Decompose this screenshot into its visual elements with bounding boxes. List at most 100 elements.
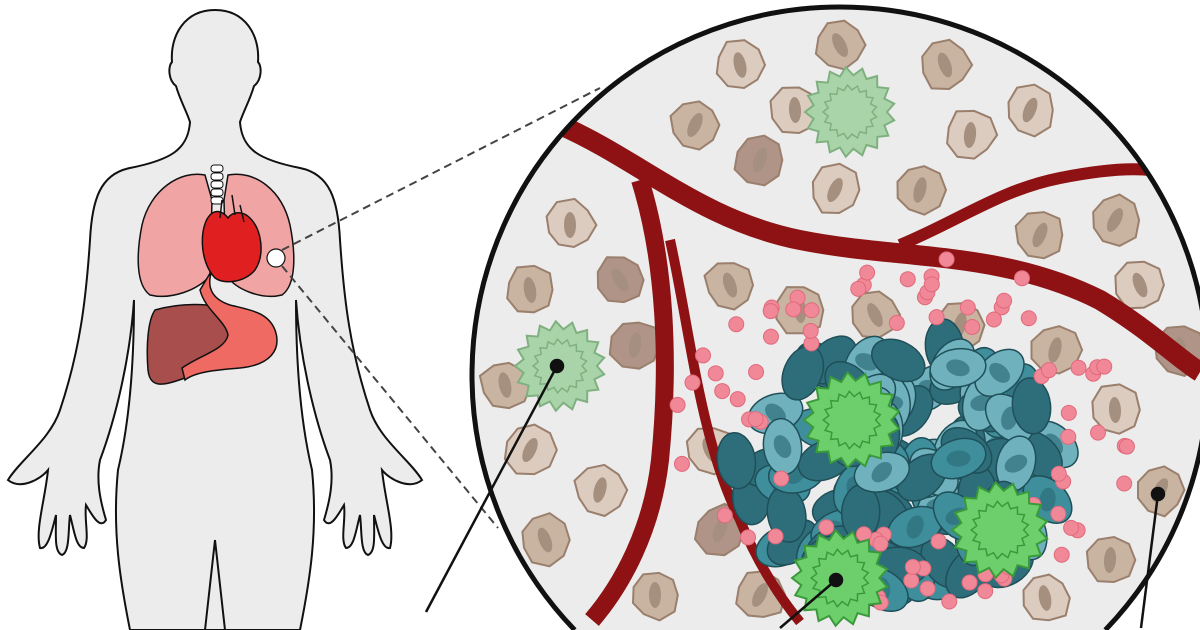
tissue-cell <box>1092 193 1141 247</box>
tissue-cell <box>814 19 867 71</box>
cytokine-dot <box>748 364 765 381</box>
tissue-cell <box>851 290 902 339</box>
cytokine-dot <box>996 292 1013 309</box>
cytokine-dot <box>762 303 779 320</box>
callout-line-tissue <box>1139 493 1160 629</box>
cytokine-dot <box>740 529 757 546</box>
tissue-cell <box>506 264 554 314</box>
cytokine-dot <box>714 383 731 400</box>
tumor-location-marker <box>266 248 286 268</box>
cytokine-dot <box>1020 310 1037 327</box>
cytokine-dot <box>1116 475 1133 492</box>
tumor-cell <box>840 483 881 542</box>
tissue-cell <box>946 109 999 160</box>
tissue-cell <box>573 463 629 518</box>
cytokine-dot <box>941 593 958 610</box>
cytokine-dot <box>938 251 955 268</box>
vessel-main <box>555 115 1200 381</box>
tissue-cell <box>596 256 645 304</box>
cytokine-dot <box>728 316 745 333</box>
tissue-cell <box>545 197 598 249</box>
cytokine-dot <box>919 580 936 597</box>
cytokine-dot <box>1118 438 1135 455</box>
magnification-circle-border <box>469 4 1200 630</box>
cytokine-dot <box>1050 505 1067 522</box>
tissue-cell <box>521 512 571 568</box>
tumor-cell <box>1011 377 1052 435</box>
tumor-cell <box>766 485 807 543</box>
tissue-cell <box>921 38 974 91</box>
callout-line-immune <box>779 579 837 629</box>
cytokine-dot <box>923 276 940 293</box>
cytokine-dot <box>985 311 1002 328</box>
cytokine-dot <box>707 365 724 382</box>
tumor-cell <box>974 348 1025 398</box>
tumor-cell <box>762 417 803 476</box>
cytokine-dot <box>716 507 733 524</box>
tissue-cell <box>811 162 861 215</box>
callout-line-faded-immune <box>424 365 559 613</box>
cytokine-dot <box>762 328 779 345</box>
tissue-cell <box>896 165 948 216</box>
zoom-line-top <box>281 87 601 251</box>
cytokine-dot <box>1090 424 1107 441</box>
tissue-cell <box>1014 211 1064 260</box>
zoom-line-bottom <box>281 265 499 529</box>
inner-leg-gap <box>204 539 226 630</box>
cytokine-dot <box>904 558 921 575</box>
trachea <box>210 164 224 205</box>
cytokine-dot <box>803 302 820 319</box>
immune-cells <box>513 65 1049 628</box>
cytokine-dot <box>888 314 905 331</box>
tissue-cell <box>1091 383 1141 435</box>
heart <box>201 194 262 283</box>
vessel-left-branch <box>585 177 674 626</box>
tissue-cell <box>608 321 662 370</box>
cytokine-dot <box>695 347 712 364</box>
tissue-cell <box>715 39 767 90</box>
cytokine-dot <box>964 318 981 335</box>
cytokine-dot <box>673 455 690 472</box>
cytokines <box>669 251 1135 611</box>
stomach <box>181 269 278 382</box>
tumor-cell <box>930 437 987 480</box>
tissue-cell <box>703 262 755 311</box>
tumor-cell <box>781 345 825 401</box>
tumor-cell <box>716 432 757 490</box>
magnified-tissue <box>469 4 1200 630</box>
vessel-center-branch <box>665 238 804 626</box>
tissue-cell <box>1022 573 1071 622</box>
human-body <box>6 8 601 630</box>
cytokine-dot <box>767 528 784 545</box>
cytokine-dot <box>1050 465 1067 482</box>
cytokine-dot <box>903 572 920 589</box>
callout-lines <box>424 358 1166 629</box>
cytokine-dot <box>785 301 802 318</box>
cytokine-dot <box>930 533 947 550</box>
cytokine-dot <box>669 396 686 413</box>
tissue-cell <box>631 571 679 622</box>
callout-dot <box>828 572 844 588</box>
cytokine-dot <box>928 309 945 326</box>
callout-dot <box>1150 486 1166 502</box>
tissue-cell <box>669 100 721 151</box>
blood-vessels <box>555 115 1200 626</box>
immune-cell <box>802 370 901 470</box>
cytokine-dot <box>1063 519 1080 536</box>
tissue-cell <box>733 134 784 187</box>
cytokine-dot <box>959 299 976 316</box>
cytokine-dot <box>872 535 889 552</box>
cytokine-dot <box>1060 428 1077 445</box>
tumor-cell <box>929 347 987 388</box>
tissue-cell <box>1085 535 1137 584</box>
immune-cell <box>950 480 1049 580</box>
cytokine-dot <box>729 391 746 408</box>
cytokine-dot <box>961 574 978 591</box>
cytokine-dot <box>1060 404 1077 421</box>
vessel-upper-right <box>897 163 1151 251</box>
cytokine-dot <box>1096 358 1113 375</box>
cytokine-dot <box>850 280 867 297</box>
cytokine-dot <box>1053 546 1070 563</box>
cytokine-dot <box>818 519 835 536</box>
